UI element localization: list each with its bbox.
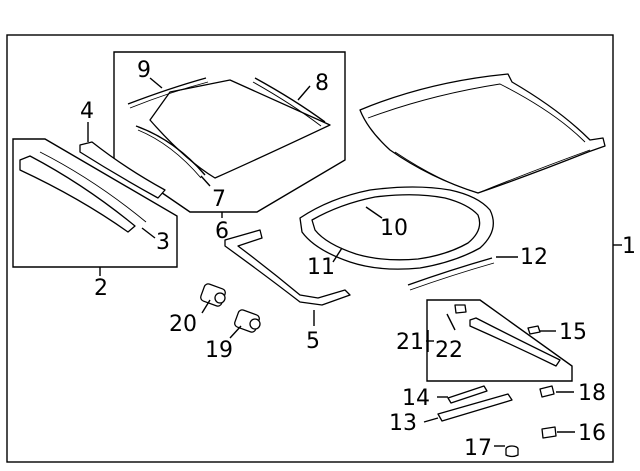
seal-strip-8b (252, 81, 322, 127)
callout-2: 2 (94, 276, 108, 301)
callout-13: 13 (389, 411, 417, 436)
sunshade-part (19, 155, 136, 233)
weatherstrip-part-b (409, 262, 495, 291)
callout-10: 10 (380, 216, 408, 241)
callout-16: 16 (578, 421, 606, 446)
leader-lines (87, 77, 575, 447)
callout-5: 5 (306, 329, 320, 354)
callout-12: 12 (520, 245, 548, 270)
clip-part-15 (527, 325, 541, 335)
sunshade-strip (39, 151, 147, 223)
callout-11: 11 (307, 255, 335, 280)
bracket-part-4 (79, 141, 166, 199)
callout-22: 22 (435, 338, 463, 363)
callout-4: 4 (80, 99, 94, 124)
frame-part-5 (224, 229, 351, 306)
callout-9: 9 (137, 58, 151, 83)
group-box-2 (12, 138, 178, 268)
diagram-frame (6, 34, 614, 463)
seal-strip-7b (137, 129, 202, 179)
callout-7: 7 (212, 187, 226, 212)
seal-strip-9 (127, 77, 207, 105)
callout-17: 17 (464, 436, 492, 461)
motor-part-20 (200, 283, 226, 307)
callout-19: 19 (205, 338, 233, 363)
plug-part-17 (505, 445, 519, 458)
roof-panel-part (359, 73, 606, 194)
group-box-21 (426, 299, 573, 382)
seal-strip-8 (254, 77, 326, 123)
clip-part-18 (539, 385, 555, 398)
seal-ring-inner (311, 194, 481, 261)
glass-panel-part (149, 79, 331, 179)
callout-14: 14 (402, 386, 430, 411)
weatherstrip-part (407, 257, 493, 286)
clip-part-22 (454, 304, 467, 314)
callout-18: 18 (578, 381, 606, 406)
callout-6: 6 (215, 219, 229, 244)
callout-8: 8 (315, 71, 329, 96)
seal-strip-9b (129, 81, 209, 109)
seal-strip-7 (135, 125, 206, 176)
callout-3: 3 (156, 230, 170, 255)
guide-part-13 (437, 393, 513, 422)
guide-part-14 (447, 385, 488, 404)
callout-1: 1 (622, 234, 636, 259)
rail-part-22 (469, 317, 561, 367)
callout-20: 20 (169, 312, 197, 337)
callout-21: 21 (396, 330, 424, 355)
callout-15: 15 (559, 320, 587, 345)
clip-part-16 (541, 426, 557, 439)
